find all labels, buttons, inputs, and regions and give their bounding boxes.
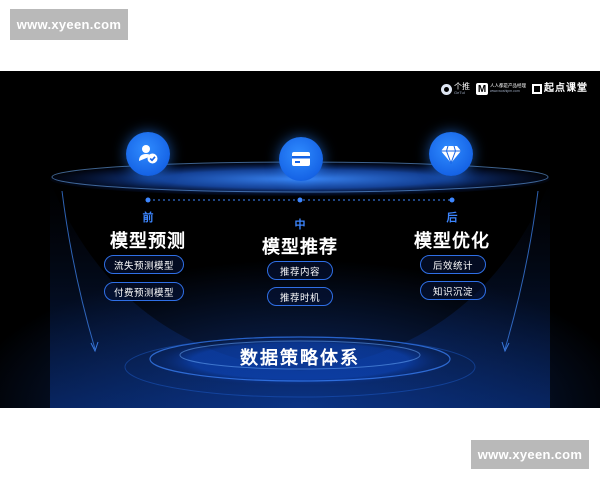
column-tag-middle: 中 [294, 218, 306, 231]
watermark-top-text: www.xyeen.com [16, 17, 122, 32]
pill-churn-model: 流失预测模型 [104, 255, 184, 274]
strategy-slide: 个推 GeTuI M 人人都是产品经理 www.woshipm.com 起点课堂 [0, 71, 600, 408]
column-tag-after: 后 [446, 211, 458, 224]
getui-mark-icon [441, 83, 452, 95]
qidian-logo: 起点课堂 [532, 84, 588, 94]
card-icon [279, 137, 323, 181]
woshipm-name: 人人都是产品经理 [490, 83, 526, 89]
column-title-prediction: 模型预测 [110, 231, 186, 252]
qidian-name: 起点课堂 [544, 83, 588, 94]
column-title-recommend: 模型推荐 [262, 237, 338, 258]
column-title-optimize: 模型优化 [414, 231, 490, 252]
qidian-square-icon [532, 84, 542, 94]
pill-recommend-content: 推荐内容 [267, 261, 333, 280]
woshipm-url: www.woshipm.com [490, 88, 520, 93]
center-title: 数据策略体系 [240, 348, 360, 369]
woshipm-m-icon: M [476, 83, 488, 95]
user-check-icon [126, 132, 170, 176]
column-tag-before: 前 [142, 211, 154, 224]
getui-name: 个推 [454, 82, 470, 91]
getui-sub: GeTuI [454, 90, 465, 95]
pill-recommend-timing: 推荐时机 [267, 287, 333, 306]
woshipm-logo: M 人人都是产品经理 www.woshipm.com [476, 83, 526, 95]
watermark-bottom: www.xyeen.com [471, 440, 589, 469]
pill-knowledge: 知识沉淀 [420, 281, 486, 300]
pill-pay-model: 付费预测模型 [104, 282, 184, 301]
pill-effect-stats: 后效统计 [420, 255, 486, 274]
brand-logos: 个推 GeTuI M 人人都是产品经理 www.woshipm.com 起点课堂 [441, 83, 588, 95]
watermark-top: www.xyeen.com [10, 9, 128, 40]
bottom-disc [145, 335, 455, 387]
getui-logo: 个推 GeTuI [441, 83, 470, 95]
watermark-bottom-text: www.xyeen.com [477, 447, 583, 462]
diamond-icon [429, 132, 473, 176]
